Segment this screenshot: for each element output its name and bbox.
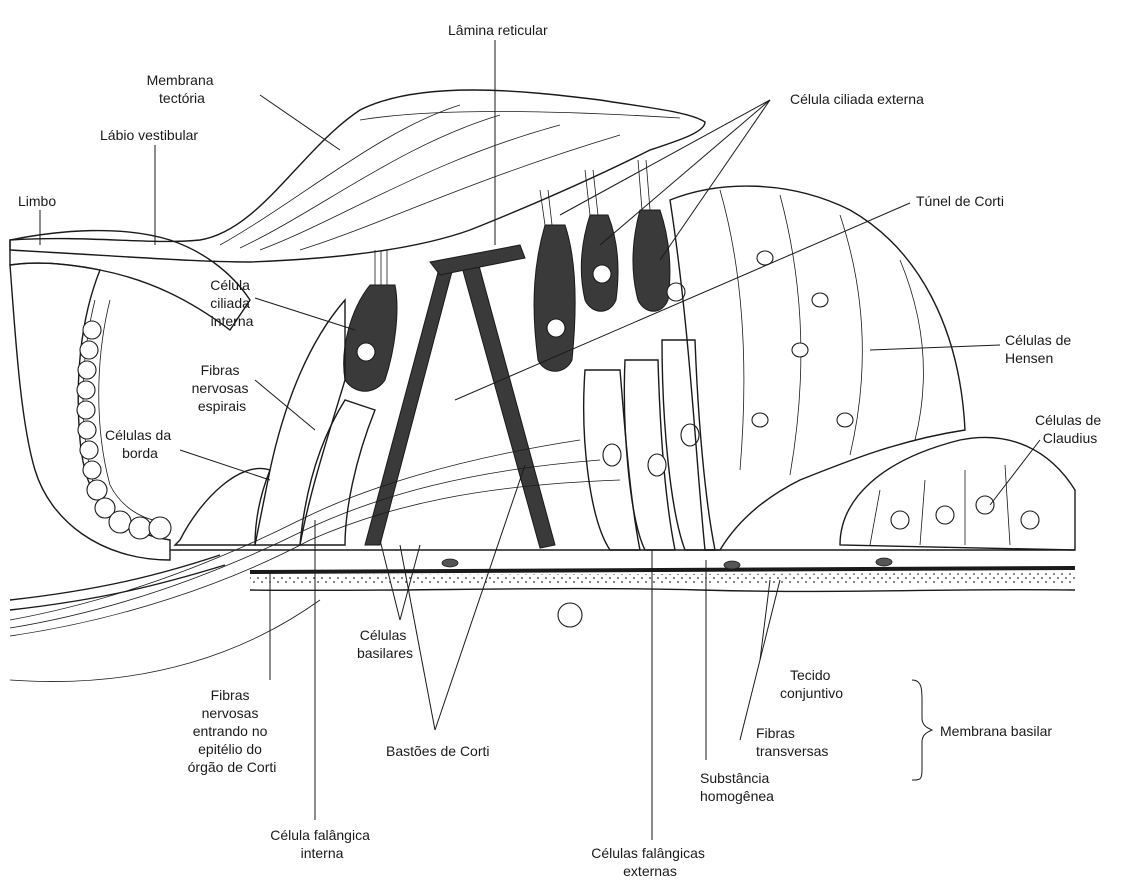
label-bastoes-de-corti: Bastões de Corti	[386, 743, 490, 759]
label-lamina-reticular: Lâmina reticular	[448, 22, 548, 38]
label-labio-vestibular: Lábio vestibular	[100, 127, 198, 143]
hensen-cells	[670, 186, 965, 550]
label-fibras-transversas: Fibras transversas	[756, 725, 828, 759]
leader-lines	[40, 40, 1040, 840]
label-tunel-de-corti: Túnel de Corti	[916, 193, 1004, 209]
label-substancia-homogenea: Substância homogênea	[700, 770, 774, 804]
inner-supporting-cells	[175, 300, 375, 545]
label-celulas-falangicas-externas: Células falângicas externas	[591, 845, 709, 879]
label-celula-ciliada-externa: Célula ciliada externa	[790, 91, 924, 107]
label-limbo: Limbo	[18, 193, 56, 209]
membrana-basilar-brace	[912, 680, 932, 780]
inner-hair-cell	[344, 250, 397, 391]
label-celulas-da-borda: Células da borda	[105, 427, 175, 461]
label-celulas-basilares: Células basilares	[357, 627, 413, 661]
phalangeal-cells	[584, 340, 715, 550]
label-fibras-nervosas-espirais: Fibras nervosas espirais	[192, 362, 253, 414]
label-celula-falangica-interna: Célula falângica interna	[270, 827, 374, 861]
label-membrana-tectoria: Membrana tectória	[147, 72, 218, 106]
label-celula-ciliada-interna: Célula ciliada interna	[210, 277, 254, 329]
label-membrana-basilar: Membrana basilar	[940, 723, 1052, 739]
label-fibras-nervosas-entrando: Fibras nervosas entrando no epitélio do …	[188, 687, 277, 775]
label-celulas-de-claudius: Células de Claudius	[1035, 412, 1105, 446]
label-tecido-conjuntivo: Tecido conjuntivo	[780, 667, 843, 701]
claudius-cells	[840, 437, 1075, 550]
label-celulas-de-hensen: Células de Hensen	[1005, 332, 1075, 366]
